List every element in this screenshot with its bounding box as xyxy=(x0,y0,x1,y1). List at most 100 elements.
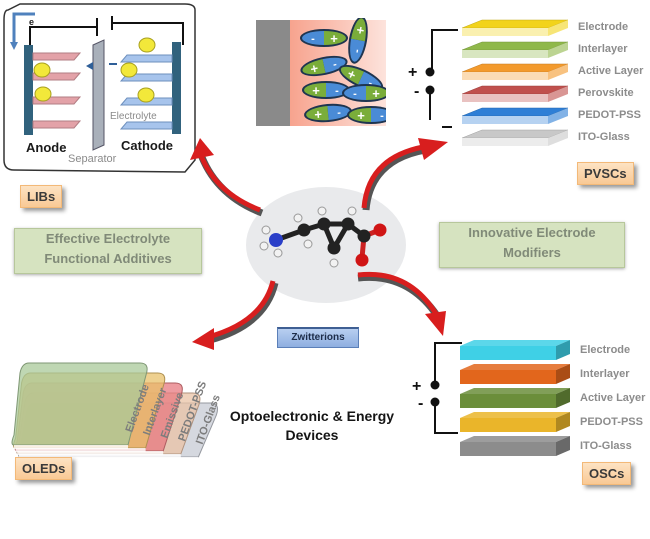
pvscs-layer-label: Perovskite xyxy=(578,87,634,99)
electrolyte-additives-box: Effective Electrolyte Functional Additiv… xyxy=(14,228,202,274)
minus-charge: - xyxy=(337,107,342,119)
oleds-layer: Electrode xyxy=(11,362,152,449)
circuit-wire-left xyxy=(29,26,97,45)
oscs-tag: OSCs xyxy=(582,462,632,485)
figure-title-line1: Optoelectronic & Energy xyxy=(229,408,395,424)
zwitterion-dipole: -+ xyxy=(300,29,348,47)
oxygen-atom xyxy=(373,223,387,237)
oscs-wire-top xyxy=(434,342,462,382)
oscs-layer xyxy=(460,340,570,360)
electrolyte-additives-line1: Effective Electrolyte xyxy=(45,231,171,246)
figure-title: Optoelectronic & Energy Devices xyxy=(212,407,412,445)
hydrogen-atom xyxy=(329,258,339,268)
pvscs-layer xyxy=(461,41,569,58)
electron-flow-arrowhead xyxy=(10,42,18,50)
plus-charge: + xyxy=(309,60,320,76)
electron-flow-arrow xyxy=(12,12,35,45)
oscs-layer-label: Electrode xyxy=(580,344,630,356)
plus-charge: + xyxy=(330,31,338,46)
pvscs-layer xyxy=(461,129,569,146)
anode-collector xyxy=(24,45,33,135)
separator xyxy=(92,39,105,151)
minus-charge: - xyxy=(351,48,364,54)
carbon-atom xyxy=(317,217,331,231)
oscs-layer xyxy=(460,412,570,432)
cathode-collector xyxy=(172,42,181,134)
minus-charge: - xyxy=(366,77,375,90)
zwitterion-interface-diagram: -+-+-+-+-+-+-+-+ xyxy=(256,16,395,126)
plus-charge: + xyxy=(314,107,323,123)
arrow-to-libs xyxy=(190,138,264,217)
pvscs-tag: PVSCs xyxy=(577,162,634,185)
oscs-layer xyxy=(460,388,570,408)
zwitterion-dipole: -+ xyxy=(348,16,368,64)
oxygen-atom xyxy=(355,253,369,267)
arrow-to-oleds xyxy=(192,280,279,350)
hydrogen-atom xyxy=(317,206,327,216)
molecule-atoms xyxy=(259,206,387,268)
dipole-group: -+-+-+-+-+-+-+-+ xyxy=(300,16,395,124)
separator-label: Separator xyxy=(68,153,117,165)
pvscs-terminal-negative xyxy=(425,85,435,95)
libs-battery-diagram: e xyxy=(3,3,196,173)
cathode-li-ions xyxy=(120,37,156,103)
electrode-modifiers-line1: Innovative Electrode xyxy=(468,225,596,240)
zwitterion-dipole: -+ xyxy=(347,106,395,124)
oscs-plus-sign: + xyxy=(412,378,421,395)
minus-charge: - xyxy=(311,33,315,45)
pvscs-layer-label: Electrode xyxy=(578,21,628,33)
pvscs-layer-label: ITO-Glass xyxy=(578,131,630,143)
hydrogen-atom xyxy=(259,241,269,251)
pvscs-layer-label: Interlayer xyxy=(578,43,628,55)
oscs-minus-sign: - xyxy=(418,395,423,412)
minus-charge: - xyxy=(335,85,339,97)
pvscs-layer xyxy=(461,107,569,124)
hydrogen-atom xyxy=(293,213,303,223)
oleds-tag: OLEDs xyxy=(15,457,73,480)
pvscs-layer xyxy=(461,63,569,80)
interface-panel: -+-+-+-+-+-+-+-+ xyxy=(256,16,395,128)
zwitterion-dipole: -+ xyxy=(304,103,352,123)
electrolyte-label: Electrolyte xyxy=(110,111,157,122)
arrow-to-pvscs xyxy=(361,138,448,211)
arrow-to-oscs xyxy=(357,271,446,336)
oscs-layer-label: Active Layer xyxy=(580,392,646,404)
electrode-modifiers-box: Innovative Electrode Modifiers xyxy=(439,222,625,268)
minus-charge: - xyxy=(332,58,338,71)
hydrogen-atom xyxy=(347,206,357,216)
electron-symbol: e xyxy=(29,17,34,27)
electrode-modifiers-line2: Modifiers xyxy=(503,245,561,260)
plus-charge: + xyxy=(372,86,380,101)
cathode-label: Cathode xyxy=(121,138,173,153)
oscs-layer-label: Interlayer xyxy=(580,368,630,380)
hydrogen-atom xyxy=(303,239,313,249)
zwitterion-dipole: -+ xyxy=(342,84,390,102)
carbon-atom xyxy=(327,241,341,255)
anode-label: Anode xyxy=(26,140,66,155)
nitrogen-atom xyxy=(269,233,283,247)
electrode-surface xyxy=(256,20,290,126)
pvscs-layer xyxy=(461,19,569,36)
libs-tag: LIBs xyxy=(20,185,63,208)
electrolyte-additives-line2: Functional Additives xyxy=(44,251,172,266)
plus-charge: + xyxy=(312,83,320,98)
pvscs-minus-sign: - xyxy=(414,83,419,100)
hydrogen-atom xyxy=(261,225,271,235)
libs-panel: e xyxy=(0,0,200,180)
oscs-layer-label: ITO-Glass xyxy=(580,440,632,452)
pvscs-layer-label: Active Layer xyxy=(578,65,644,77)
oscs-terminal-positive xyxy=(430,380,440,390)
figure-title-line2: Devices xyxy=(285,427,339,443)
pvscs-layer xyxy=(461,85,569,102)
oscs-layer-label: PEDOT-PSS xyxy=(580,416,643,428)
minus-charge: - xyxy=(380,110,384,122)
ion-migration-arrowhead xyxy=(86,62,93,70)
carbon-atom xyxy=(341,217,355,231)
oleds-stack: ITO-GlassPEDOT-PSSEmissiveInterlayerElec… xyxy=(11,362,223,461)
oscs-terminal-negative xyxy=(430,397,440,407)
oscs-wire-bottom xyxy=(434,405,458,434)
minus-charge: - xyxy=(353,88,357,100)
